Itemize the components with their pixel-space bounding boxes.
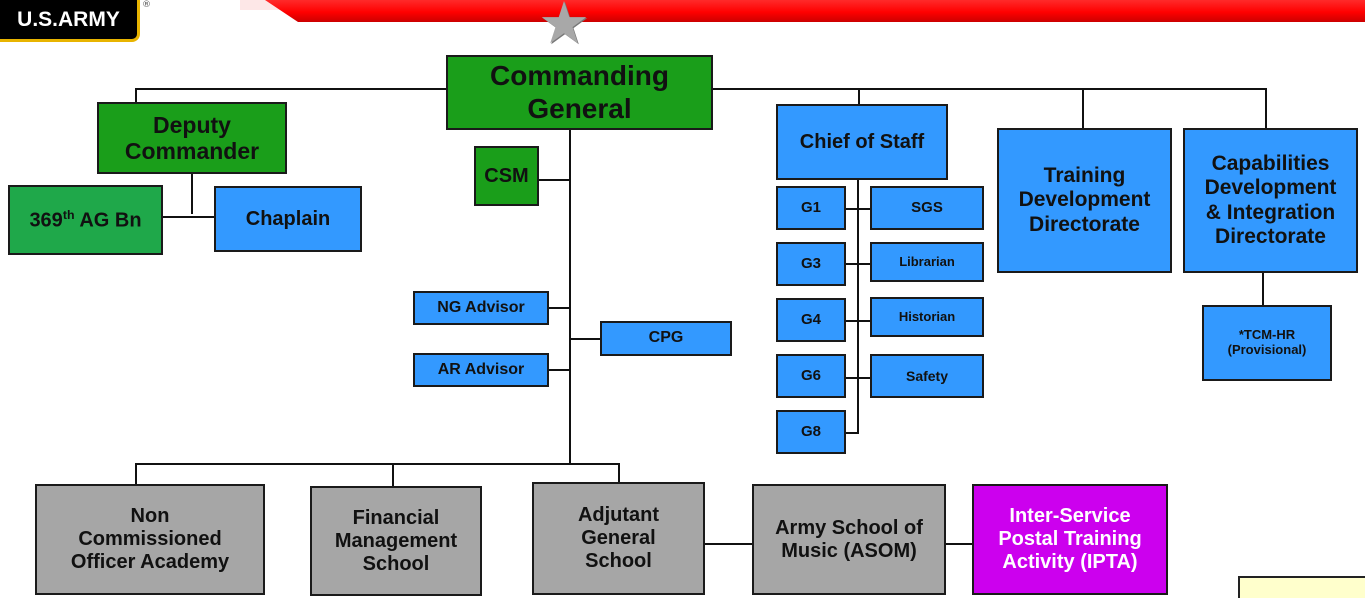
ng-advisor-label: NG Advisor bbox=[437, 298, 525, 316]
ar-advisor-box[interactable]: AR Advisor bbox=[413, 353, 549, 387]
training-development-label: Training Development Directorate bbox=[1018, 164, 1151, 236]
connector-line bbox=[845, 377, 870, 379]
csm-box[interactable]: CSM bbox=[474, 146, 539, 206]
ag-bn-ordinal: th bbox=[62, 207, 75, 222]
ar-advisor-label: AR Advisor bbox=[437, 360, 525, 378]
connector-line bbox=[570, 338, 601, 340]
connector-line bbox=[1082, 88, 1084, 130]
note-box bbox=[1238, 576, 1365, 598]
deputy-commander-box[interactable]: Deputy Commander bbox=[97, 102, 287, 174]
g6-box[interactable]: G6 bbox=[776, 354, 846, 398]
librarian-box[interactable]: Librarian bbox=[870, 242, 984, 282]
training-development-box[interactable]: Training Development Directorate bbox=[997, 128, 1172, 273]
chief-of-staff-label: Chief of Staff bbox=[799, 130, 925, 153]
army-school-music-box[interactable]: Army School of Music (ASOM) bbox=[752, 484, 946, 595]
ng-advisor-box[interactable]: NG Advisor bbox=[413, 291, 549, 325]
commanding-general-box[interactable]: Commanding General bbox=[446, 55, 713, 130]
g8-box[interactable]: G8 bbox=[776, 410, 846, 454]
connector-line bbox=[547, 369, 570, 371]
connector-line bbox=[858, 88, 860, 104]
chief-of-staff-box[interactable]: Chief of Staff bbox=[776, 104, 948, 180]
nco-academy-box[interactable]: Non Commissioned Officer Academy bbox=[35, 484, 265, 595]
connector-line bbox=[135, 463, 620, 465]
connector-line bbox=[161, 216, 215, 218]
connector-line bbox=[537, 179, 570, 181]
safety-label: Safety bbox=[905, 367, 949, 384]
connector-line bbox=[945, 543, 972, 545]
financial-management-label: Financial Management School bbox=[334, 506, 458, 575]
historian-box[interactable]: Historian bbox=[870, 297, 984, 337]
g3-label: G3 bbox=[800, 255, 821, 273]
postal-training-label: Inter-Service Postal Training Activity (… bbox=[998, 505, 1142, 573]
sgs-box[interactable]: SGS bbox=[870, 186, 984, 230]
chaplain-label: Chaplain bbox=[245, 207, 331, 230]
connector-line bbox=[1265, 88, 1267, 130]
ag-bn-number: 369 bbox=[29, 209, 63, 232]
cpg-box[interactable]: CPG bbox=[600, 321, 732, 356]
connector-line bbox=[569, 128, 571, 464]
us-army-logo: U.S.ARMY bbox=[0, 0, 140, 42]
deputy-commander-label: Deputy Commander bbox=[124, 111, 260, 164]
csm-label: CSM bbox=[484, 164, 529, 187]
g4-label: G4 bbox=[800, 311, 821, 329]
ag-bn-suffix: AG Bn bbox=[74, 209, 142, 232]
commanding-general-label: Commanding General bbox=[490, 60, 669, 124]
tcm-hr-box[interactable]: *TCM-HR (Provisional) bbox=[1202, 305, 1332, 381]
connector-line bbox=[845, 320, 870, 322]
capabilities-development-box[interactable]: Capabilities Development & Integration D… bbox=[1183, 128, 1358, 273]
header-banner bbox=[265, 0, 1365, 22]
adjutant-general-label: Adjutant General School bbox=[577, 504, 660, 572]
registered-mark: ® bbox=[142, 0, 151, 10]
army-school-music-label: Army School of Music (ASOM) bbox=[775, 516, 923, 562]
safety-box[interactable]: Safety bbox=[870, 354, 984, 398]
connector-line bbox=[135, 88, 137, 102]
star-icon: ★ bbox=[538, 0, 590, 57]
g1-box[interactable]: G1 bbox=[776, 186, 846, 230]
postal-training-box[interactable]: Inter-Service Postal Training Activity (… bbox=[972, 484, 1168, 595]
g8-label: G8 bbox=[800, 423, 821, 441]
capabilities-development-label: Capabilities Development & Integration D… bbox=[1204, 152, 1337, 248]
connector-line bbox=[845, 432, 858, 434]
adjutant-general-box[interactable]: Adjutant General School bbox=[532, 482, 705, 595]
connector-line bbox=[704, 543, 752, 545]
historian-label: Historian bbox=[898, 308, 956, 324]
tcm-hr-label: *TCM-HR (Provisional) bbox=[1227, 327, 1307, 357]
connector-line bbox=[845, 208, 870, 210]
financial-management-box[interactable]: Financial Management School bbox=[310, 486, 482, 596]
nco-academy-label: Non Commissioned Officer Academy bbox=[70, 505, 230, 573]
sgs-label: SGS bbox=[911, 199, 943, 217]
connector-line bbox=[618, 463, 620, 483]
connector-line bbox=[857, 178, 859, 434]
ag-bn-box[interactable]: 369th AG Bn bbox=[8, 185, 163, 255]
g1-label: G1 bbox=[800, 199, 821, 217]
g4-box[interactable]: G4 bbox=[776, 298, 846, 342]
chaplain-box[interactable]: Chaplain bbox=[214, 186, 362, 252]
connector-line bbox=[191, 172, 193, 214]
connector-line bbox=[135, 463, 137, 485]
logo-text: U.S.ARMY bbox=[17, 7, 120, 31]
connector-line bbox=[547, 307, 570, 309]
ag-bn-label: 369th AG Bn bbox=[29, 208, 141, 233]
cpg-label: CPG bbox=[648, 329, 684, 347]
connector-line bbox=[1262, 273, 1264, 306]
g3-box[interactable]: G3 bbox=[776, 242, 846, 286]
g6-label: G6 bbox=[800, 367, 821, 385]
librarian-label: Librarian bbox=[899, 253, 955, 269]
connector-line bbox=[392, 463, 394, 487]
connector-line bbox=[845, 263, 870, 265]
